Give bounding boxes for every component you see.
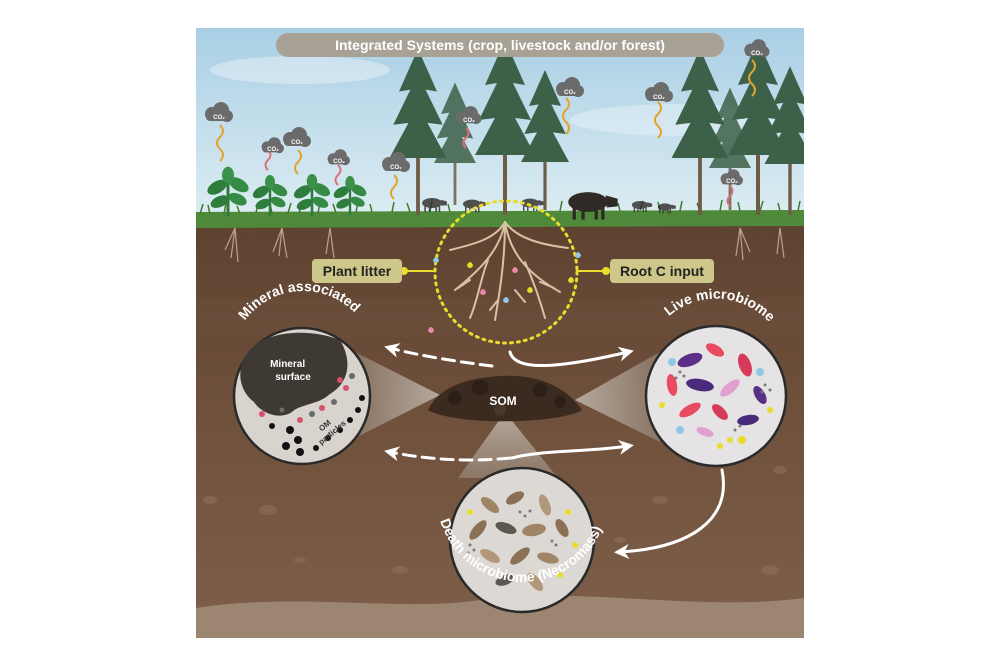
som-label: SOM (489, 394, 516, 408)
plant-litter-label: Plant litter (323, 263, 392, 279)
tree-roots (449, 221, 569, 321)
root-c-input-label-box (610, 259, 714, 283)
co2-label: CO₂ (291, 140, 303, 146)
arrow-root-to-live (508, 346, 634, 367)
beam-to-live (575, 352, 660, 442)
soil-pebbles (203, 466, 787, 575)
mineral-surface-label: Mineral surface (270, 359, 311, 383)
mineral-surface-rock (240, 332, 348, 416)
necromass-particles (466, 491, 578, 592)
flow-arrows (384, 343, 725, 559)
root-c-input-label: Root C input (620, 263, 704, 279)
co2-label: CO₂ (333, 159, 345, 165)
plant-litter-label-box (312, 259, 402, 283)
title-banner (276, 33, 724, 57)
co2-emissions (205, 39, 770, 207)
co2-label: CO₂ (726, 179, 738, 185)
om-particle-chain (259, 373, 365, 456)
som-mound (428, 375, 582, 422)
live-microbes (659, 343, 773, 449)
co2-label: CO₂ (751, 51, 763, 57)
arrow-live-to-death (614, 468, 725, 559)
grass-strip (196, 210, 804, 228)
beam-to-mineral (355, 352, 440, 438)
diagram-title: Integrated Systems (crop, livestock and/… (335, 37, 665, 53)
beam-to-death (458, 412, 558, 478)
co2-label: CO₂ (390, 165, 402, 171)
arrow-som-to-mineral-lower (384, 446, 512, 462)
co2-label: CO₂ (213, 115, 225, 121)
live-microbiome-panel (644, 324, 788, 468)
co2-label: CO₂ (267, 147, 279, 153)
co2-label: CO₂ (653, 95, 665, 101)
co2-label: CO₂ (564, 90, 576, 96)
root-exudate-drops (428, 252, 581, 333)
bedrock-layer (196, 595, 804, 638)
arrow-som-to-live-lower (510, 439, 634, 460)
death-microbiome-panel (448, 466, 596, 614)
crop-roots (224, 227, 785, 263)
mineral-associated-panel (232, 326, 372, 466)
co2-label: CO₂ (463, 118, 475, 124)
arrow-som-to-mineral-upper (384, 343, 494, 368)
